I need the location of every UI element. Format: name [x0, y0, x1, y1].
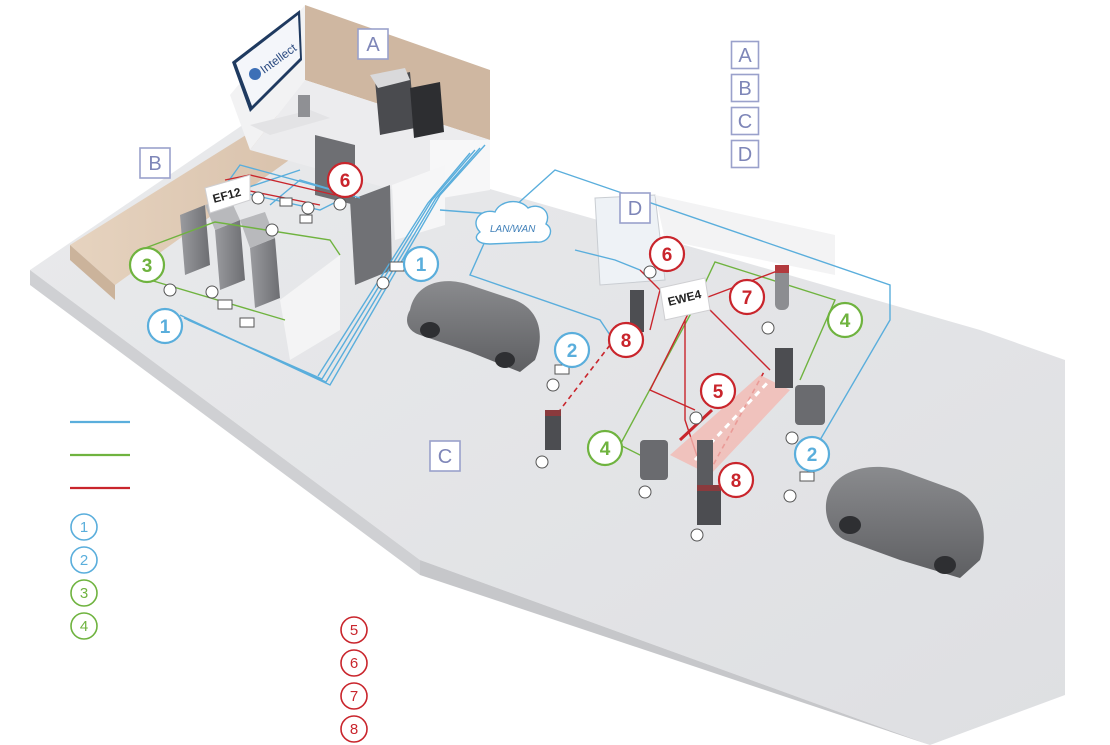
zone-marker-d-label: D [628, 198, 642, 220]
marker-2a-label: 2 [567, 341, 578, 362]
marker-4b: 4 [586, 429, 624, 467]
zone-marker-a-label: A [366, 34, 380, 56]
marker-8a: 8 [607, 321, 645, 359]
zone-list-c: C [730, 106, 760, 136]
marker-6b: 6 [648, 235, 686, 273]
marker-8b: 8 [717, 461, 755, 499]
marker-2b: 2 [793, 435, 831, 473]
blue-network-lines [179, 144, 891, 441]
legend-leg-1: 1 [70, 513, 98, 541]
legend-leg-5-label: 5 [350, 622, 358, 639]
device-icons [163, 191, 815, 542]
marker-1a-label: 1 [416, 255, 427, 276]
turnstile-area [180, 165, 445, 360]
marker-1b-label: 1 [160, 317, 171, 338]
turnstile-gates [180, 198, 280, 308]
marker-2a: 2 [553, 331, 591, 369]
zone-marker-b: B [139, 147, 171, 179]
marker-6a: 6 [326, 161, 364, 199]
zone-list-a-label: A [738, 45, 752, 67]
marker-2b-label: 2 [807, 445, 818, 466]
room-a: Intellect [230, 5, 490, 205]
marker-3: 3 [128, 246, 166, 284]
controller-boards: EF12 EWE4 [204, 174, 711, 321]
marker-4b-label: 4 [600, 439, 611, 460]
legend-leg-4-label: 4 [80, 618, 88, 635]
legend-leg-3: 3 [70, 579, 98, 607]
zone-list-a: A [730, 40, 760, 70]
legend-lines [70, 420, 130, 490]
zone-list-c-label: C [738, 111, 752, 133]
legend-leg-6: 6 [340, 649, 368, 677]
zone-marker-a: A [357, 28, 389, 60]
legend-leg-1-label: 1 [80, 519, 88, 536]
legend-leg-4: 4 [70, 612, 98, 640]
zone-marker-c-label: C [438, 446, 452, 468]
marker-7: 7 [728, 278, 766, 316]
zone-marker-c: C [429, 440, 461, 472]
network-cloud: LAN/WAN [475, 201, 552, 245]
marker-3-label: 3 [142, 256, 153, 277]
zone-list-d-label: D [738, 144, 752, 166]
marker-5: 5 [699, 372, 737, 410]
network-cloud-label: LAN/WAN [490, 224, 536, 235]
marker-8a-label: 8 [621, 331, 632, 352]
zone-list-b: B [730, 73, 760, 103]
marker-4a-label: 4 [840, 311, 851, 332]
legend-leg-7-label: 7 [350, 688, 358, 705]
legend-leg-6-label: 6 [350, 655, 358, 672]
marker-7-label: 7 [742, 288, 753, 309]
legend-leg-2: 2 [70, 546, 98, 574]
car-right [825, 466, 984, 578]
legend-leg-2-label: 2 [80, 552, 88, 569]
legend-leg-7: 7 [340, 682, 368, 710]
zone-marker-b-label: B [148, 153, 161, 175]
car-left [407, 281, 540, 372]
marker-5-label: 5 [713, 382, 724, 403]
marker-6b-label: 6 [662, 245, 673, 266]
marker-1a: 1 [402, 245, 440, 283]
marker-6a-label: 6 [340, 171, 351, 192]
vehicle-readers [545, 265, 825, 525]
legend-leg-8: 8 [340, 715, 368, 743]
zone-list-b-label: B [738, 78, 751, 100]
legend-leg-8-label: 8 [350, 721, 358, 738]
marker-4a: 4 [826, 301, 864, 339]
legend-leg-5: 5 [340, 616, 368, 644]
marker-8b-label: 8 [731, 471, 742, 492]
zone-marker-d: D [619, 192, 651, 224]
zone-list-d: D [730, 139, 760, 169]
legend-leg-3-label: 3 [80, 585, 88, 602]
legend-numbered-list: 1 2 3 4 5 6 7 8 [70, 513, 368, 743]
marker-1b: 1 [146, 307, 184, 345]
